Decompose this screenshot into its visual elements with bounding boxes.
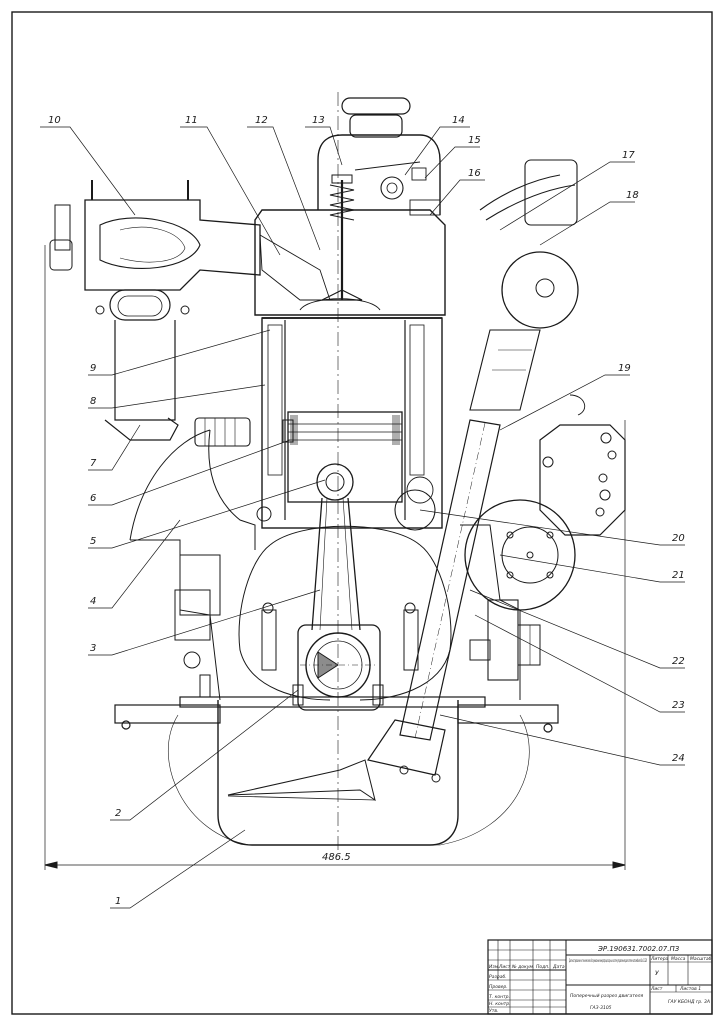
label-12: 12 [255, 115, 268, 126]
label-3: 3 [90, 643, 96, 654]
row-checked: Провер. [489, 984, 508, 990]
dimension-label: 486.5 [322, 852, 351, 863]
row-sheet: Лист [498, 964, 511, 970]
label-9: 9 [90, 363, 96, 374]
label-17: 17 [622, 150, 635, 161]
label-15: 15 [468, 135, 481, 146]
fuel-pump [469, 599, 541, 681]
label-7: 7 [90, 458, 97, 469]
title-block [487, 939, 713, 1015]
piston [287, 411, 403, 503]
overall-width-dimension [44, 245, 626, 870]
label-20: 20 [672, 533, 685, 544]
title-stage-header: Литера [650, 956, 669, 962]
row-approved: Утв. [489, 1008, 498, 1014]
leader-lines [40, 126, 685, 909]
part-labels: 10 11 12 13 14 15 16 17 18 19 20 21 22 2… [48, 115, 685, 907]
row-sign: Подп. [536, 964, 550, 970]
connecting-rod [311, 463, 361, 631]
cylinder-head [254, 209, 446, 319]
sheet-border [11, 11, 713, 1015]
label-5: 5 [90, 536, 96, 547]
label-11: 11 [185, 115, 198, 126]
label-21: 21 [672, 570, 685, 581]
label-22: 22 [672, 656, 685, 667]
label-1: 1 [115, 896, 121, 907]
label-24: 24 [672, 753, 685, 764]
crankshaft [261, 602, 419, 711]
title-sheet-label: Лист [650, 986, 663, 992]
title-document: Диагностирование и техническое обслужива… [569, 958, 647, 964]
label-19: 19 [618, 363, 631, 374]
row-developed: Разраб. [489, 974, 507, 980]
label-10: 10 [48, 115, 61, 126]
exhaust-flange [104, 417, 251, 447]
label-6: 6 [90, 493, 96, 504]
valve-assembly [321, 174, 363, 301]
title-scale-header: Масштаб [690, 956, 712, 962]
engine-block-outline [129, 429, 530, 846]
oil-pump-drive-shaft [367, 419, 501, 783]
row-doc-no: № докум. [511, 964, 534, 970]
label-4: 4 [90, 596, 96, 607]
label-14: 14 [452, 115, 465, 126]
row-n-control: Н. контр. [489, 1001, 511, 1007]
title-org: ГАУ КБОНД гр. 3А [668, 999, 710, 1005]
title-sheets-label: Листов 1 [679, 986, 701, 992]
label-2: 2 [115, 808, 121, 819]
cylinder-block [261, 317, 443, 529]
label-23: 23 [672, 700, 685, 711]
bolts [183, 419, 294, 698]
row-t-control: Т. контр. [489, 994, 510, 1000]
title-designation: ЭР.190631.7002.07.ПЗ [597, 945, 680, 953]
label-8: 8 [90, 396, 96, 407]
timing-gears [394, 476, 576, 611]
distributor [469, 159, 579, 411]
title-engine-code: ГАЗ-3105 [590, 1005, 612, 1011]
label-16: 16 [468, 168, 481, 179]
title-drawing-name: Поперечный разрез двигателя [570, 993, 644, 999]
row-date: Дата [552, 964, 565, 970]
row-change: Изм. [489, 964, 500, 970]
label-18: 18 [626, 190, 639, 201]
valve-cover [317, 97, 441, 216]
accessory-unit [539, 394, 626, 536]
title-stage-value: У [655, 970, 659, 977]
intake-manifold [49, 180, 261, 421]
title-mass-header: Масса [671, 956, 686, 962]
label-13: 13 [312, 115, 325, 126]
